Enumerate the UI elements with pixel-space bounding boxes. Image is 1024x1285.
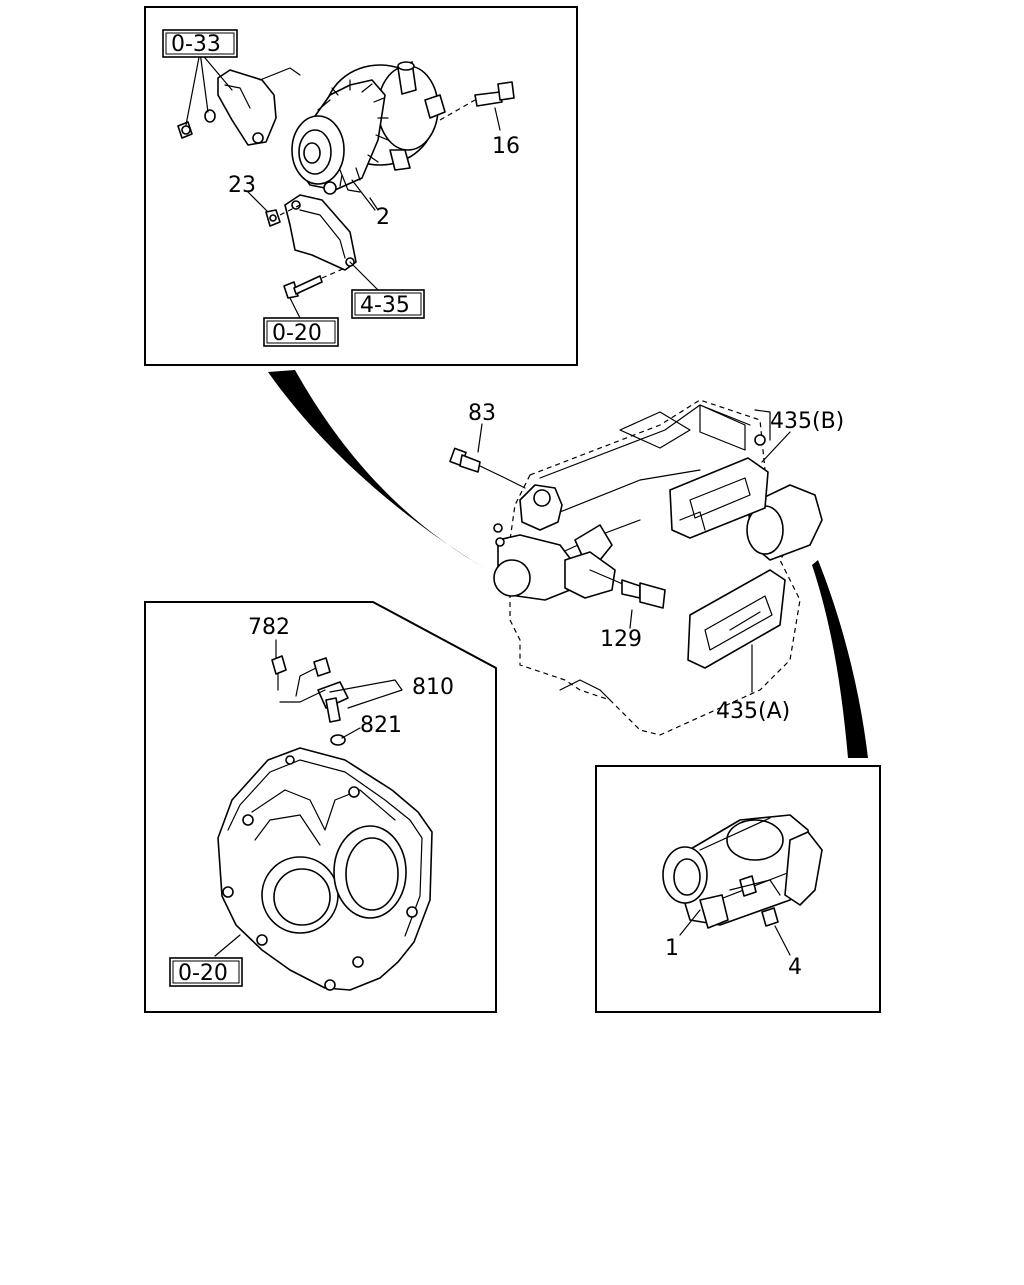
ref-4-35-label: 4-35: [360, 293, 410, 318]
callout-782: 782: [248, 615, 290, 640]
ref-box-0-20-bottom: 0-20: [169, 957, 243, 987]
oring-821: [330, 734, 346, 746]
callout-129: 129: [600, 627, 642, 652]
arrow-to-alternator: [268, 370, 488, 570]
ref-0-20-bottom-label: 0-20: [178, 961, 228, 986]
ref-0-33-label: 0-33: [171, 32, 221, 57]
callout-2: 2: [376, 205, 390, 230]
ref-box-4-35: 4-35: [351, 289, 425, 319]
heat-shield-a: [687, 569, 786, 669]
ref-0-20-top-label: 0-20: [272, 321, 322, 346]
callout-23: 23: [228, 173, 256, 198]
ref-box-0-20-top: 0-20: [263, 317, 339, 347]
arrow-to-starter: [812, 560, 868, 758]
heat-shield-b: [669, 457, 769, 539]
callout-821: 821: [360, 713, 402, 738]
starter-panel: 1 4: [595, 765, 881, 1013]
callout-1: 1: [665, 936, 679, 961]
starter-1: [662, 814, 823, 929]
starter-bolt-4: [761, 907, 779, 927]
flywheel-housing-panel: 0-20 782 810 821: [144, 601, 497, 1013]
ref-box-0-33: 0-33: [162, 29, 238, 58]
alternator-2: [291, 61, 446, 195]
callout-4: 4: [788, 955, 802, 980]
alternator-panel: 0-33 4-35 0-20 16 2 23: [144, 6, 578, 366]
sensor-129: [589, 569, 666, 609]
sensor-83: [449, 447, 526, 489]
callout-83: 83: [468, 401, 496, 426]
callout-810: 810: [412, 675, 454, 700]
callout-435b: 435(B): [770, 409, 844, 434]
callout-16: 16: [492, 134, 520, 159]
callout-435a: 435(A): [716, 699, 790, 724]
bolt-16: [439, 81, 515, 121]
engine-block: [493, 399, 823, 736]
sensor-810: [271, 655, 349, 723]
